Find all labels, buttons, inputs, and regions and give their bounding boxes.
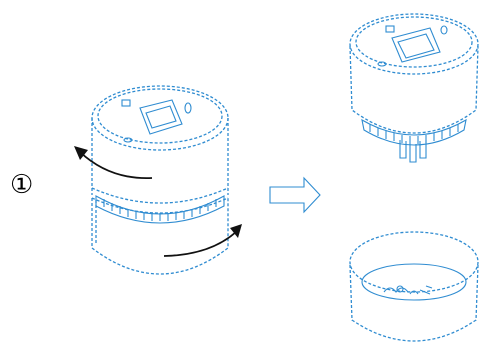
rotate-arrowhead-upper [74, 146, 88, 160]
rotate-arrowhead-lower [230, 224, 242, 238]
step-number: ① [10, 170, 33, 200]
upper-slot-right [440, 25, 448, 35]
socket-inner [145, 105, 177, 129]
lower-cup-body [349, 264, 479, 342]
upper-module [349, 13, 479, 163]
lower-cup-rim [349, 231, 479, 293]
upper-ring-ridges [369, 124, 459, 144]
upper-ridged-ring [361, 118, 467, 146]
upper-socket-inner [397, 33, 435, 59]
socket-symbol [121, 99, 131, 107]
top-face [91, 85, 229, 151]
top-face-inner [97, 88, 223, 144]
upper-socket-opening [391, 27, 441, 63]
upper-module-top-inner [355, 16, 473, 68]
plug-prongs [399, 140, 427, 163]
ring-ridges [103, 199, 217, 221]
rotation-arrow-icon [74, 146, 242, 257]
socket-opening [139, 99, 183, 135]
ridged-ring [95, 195, 225, 224]
process-arrow-icon [269, 176, 321, 214]
upper-module-top [349, 13, 479, 75]
upper-slot-left [377, 61, 387, 67]
top-slot-right [184, 102, 192, 114]
lower-cup-floor [361, 263, 467, 301]
rotate-arrow-lower [163, 231, 237, 257]
internal-contacts [383, 285, 433, 295]
seam-lower [91, 197, 229, 214]
upper-body [91, 118, 229, 195]
contact-screw [396, 285, 404, 293]
lower-body [91, 198, 229, 275]
rotate-arrow-upper [79, 151, 153, 179]
lower-cup [349, 231, 479, 342]
upper-module-body [349, 45, 479, 134]
upper-socket-symbol [385, 25, 395, 33]
assembled-device [91, 85, 229, 275]
top-slot-left [123, 137, 133, 143]
seam-upper [91, 187, 229, 204]
